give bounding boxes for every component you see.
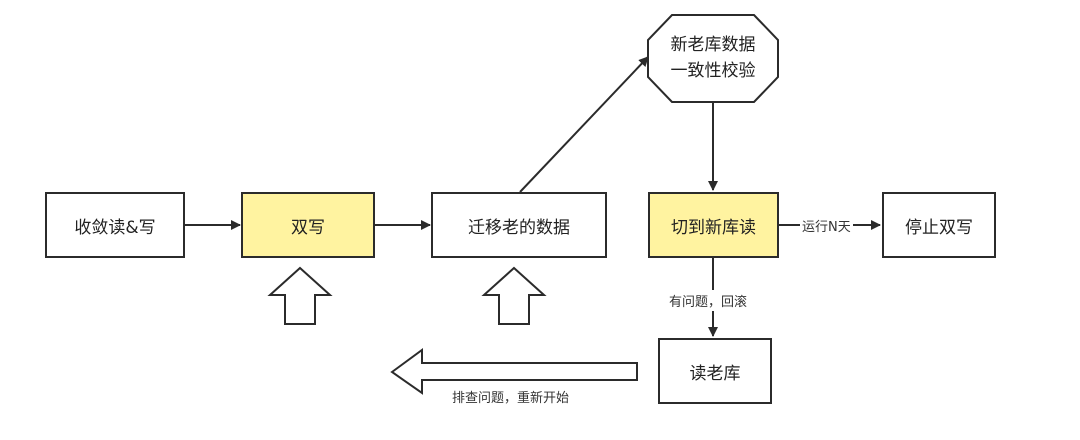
- node-label: 切到新库读: [671, 217, 756, 238]
- arrow-up-outline-icon: [481, 266, 547, 325]
- verify-label-line1: 新老库数据: [670, 35, 756, 55]
- node-label: 停止双写: [905, 217, 973, 238]
- node-stop-double-write: 停止双写: [882, 192, 996, 258]
- node-switch-to-new-read: 切到新库读: [648, 192, 779, 258]
- node-label: 收敛读&写: [74, 217, 156, 238]
- node-label: 迁移老的数据: [468, 217, 570, 238]
- edge-migrate-to-verify: [519, 56, 649, 193]
- edge-label-run-n-days: 运行N天: [800, 216, 853, 235]
- arrow-left-outline-icon: [390, 348, 638, 395]
- node-double-write: 双写: [241, 192, 375, 258]
- verify-octagon: [647, 14, 779, 103]
- edge-label-investigate-restart: 排查问题，重新开始: [452, 387, 570, 406]
- verify-label-line2: 一致性校验: [670, 61, 756, 81]
- node-label: 双写: [291, 217, 325, 238]
- node-read-old-db: 读老库: [658, 338, 772, 404]
- verify-label: 新老库数据 一致性校验: [648, 32, 778, 84]
- arrow-up-outline-icon: [267, 266, 333, 325]
- node-converge-read-write: 收敛读&写: [45, 192, 185, 258]
- edge-label-problem-rollback: 有问题，回滚: [667, 290, 750, 311]
- node-label: 读老库: [689, 363, 741, 384]
- node-migrate-old-data: 迁移老的数据: [431, 192, 607, 258]
